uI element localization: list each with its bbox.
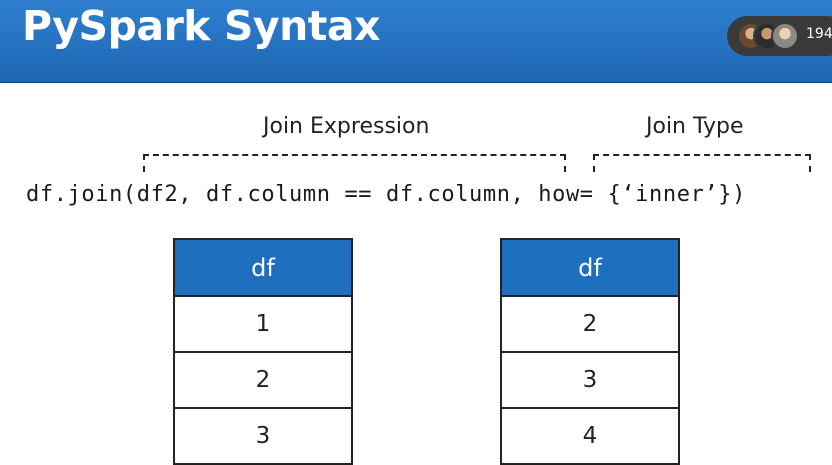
table-header: df [173,238,353,297]
table-cell: 2 [173,351,353,409]
join-expression-bracket [143,154,566,172]
table-cell: 1 [173,295,353,353]
table-cell: 4 [500,407,680,465]
table-cell: 3 [173,407,353,465]
viewer-badge[interactable]: 194 [727,16,832,56]
right-dataframe-table: df 2 3 4 [500,238,680,465]
slide-title: PySpark Syntax [22,2,381,50]
table-cell: 2 [500,295,680,353]
join-type-bracket [593,154,811,172]
table-cell: 3 [500,351,680,409]
title-banner: PySpark Syntax 194 [0,0,832,83]
left-dataframe-table: df 1 2 3 [173,238,353,465]
viewer-count: 194 [806,26,832,42]
join-expression-label: Join Expression [263,114,430,139]
code-line: df.join(df2, df.column == df.column, how… [26,182,746,207]
viewer-avatar [771,22,799,50]
table-header: df [500,238,680,297]
join-type-label: Join Type [646,114,744,139]
